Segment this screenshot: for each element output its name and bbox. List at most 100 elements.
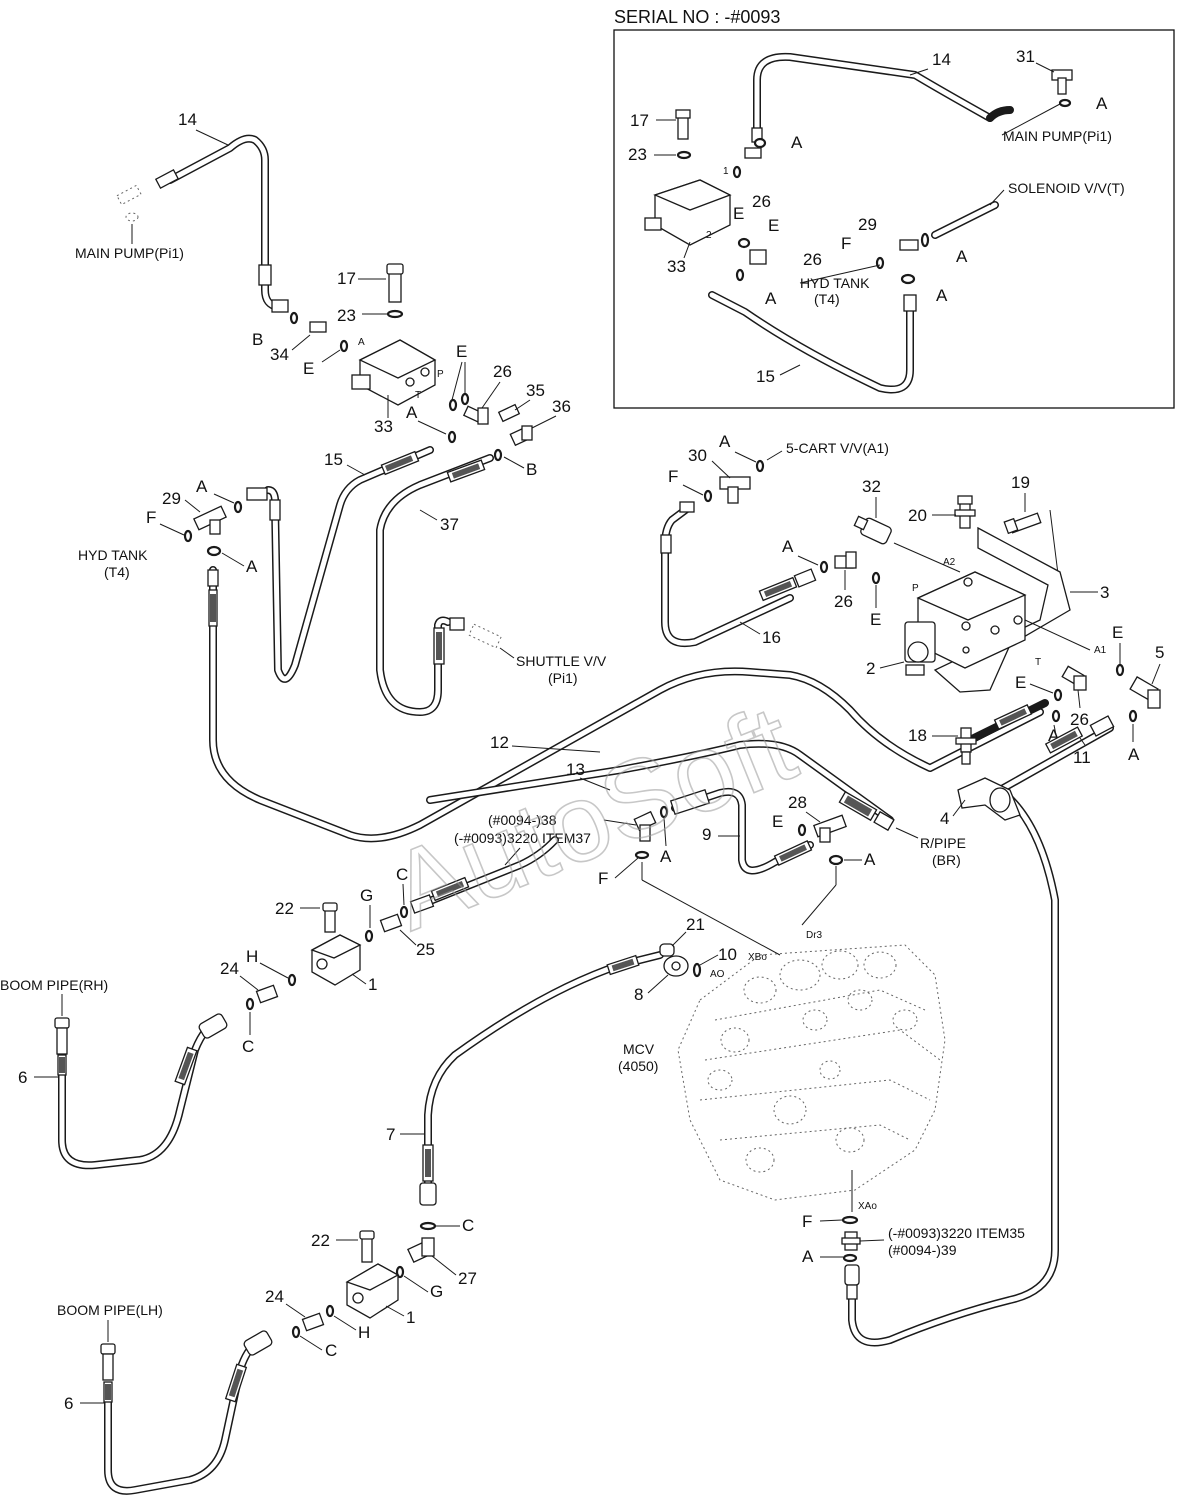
part-number-7: 7 [386,1125,395,1144]
tee-28 [813,814,847,843]
part-39-label: (#0094-)39 [888,1242,957,1258]
block-1b [345,1263,400,1319]
part-number-17: 17 [337,269,356,288]
main-pump-label: MAIN PUMP(Pi1) [75,245,184,261]
part-number-11: 11 [1073,748,1091,767]
part-number-33: 33 [667,257,686,276]
port-c: C [242,1037,254,1056]
elbow-38 [633,810,657,842]
tee-29 [193,487,268,535]
part-number-6: 6 [64,1394,73,1413]
part-number-23: 23 [628,145,647,164]
part-number-26: 26 [493,362,512,381]
port-2: 2 [706,230,712,241]
port-label-xbo: XBo [748,952,767,963]
serial-box-title: SERIAL NO : -#0093 [614,7,780,27]
part-number-24: 24 [220,959,239,978]
part-number-9: 9 [702,825,711,844]
elbow-36 [509,425,533,447]
port-a: A [765,289,777,308]
port-a: A [1096,94,1108,113]
port-h: H [246,947,258,966]
port-a: A [196,477,208,496]
part-number-5: 5 [1155,643,1164,662]
port-f: F [146,508,156,527]
part-number-29: 29 [162,489,181,508]
mcv-body [677,944,946,1201]
port-f: F [802,1212,812,1231]
port-label-p: P [912,583,919,594]
hose-14-fittings [154,169,327,333]
r-pipe-label: R/PIPE [920,835,966,851]
block-1a [310,934,362,986]
clamp-4 [957,777,1021,821]
elbow-26 [462,405,489,425]
port-a: A [246,557,258,576]
hyd-tank-label: HYD TANK [78,547,148,563]
valve-block-33-serial [644,179,732,246]
part-number-37: 37 [440,515,459,534]
bolt-17-serial [675,109,691,140]
o-rings-serial [732,98,1072,285]
port-a: A [791,133,803,152]
part-number-31: 31 [1016,47,1035,66]
bolt-20 [954,495,976,529]
port-e: E [733,204,744,223]
fitting-35 [497,403,521,423]
port-e: E [870,610,881,629]
hyd-tank-label: HYD TANK [800,275,870,291]
part-number-26: 26 [803,250,822,269]
port-f: F [841,234,851,253]
r-pipe-port: (BR) [932,852,961,868]
hyd-tank-port: (T4) [814,291,840,307]
part-number-32: 32 [862,477,881,496]
port-a: A [1128,745,1140,764]
part-number-24: 24 [265,1287,284,1306]
leaders-serial [654,62,1061,376]
part-number-15: 15 [756,367,775,386]
part-number-2: 2 [866,659,875,678]
part-number-12: 12 [490,733,509,752]
part-number-25: 25 [416,940,435,959]
part-number-26: 26 [834,592,853,611]
port-c: C [325,1341,337,1360]
port-c: C [396,865,408,884]
part-number-30: 30 [688,446,707,465]
part-number-13: 13 [566,760,585,779]
part-number-15: 15 [324,450,343,469]
part-number-22: 22 [311,1231,330,1250]
valve-block [916,571,1027,669]
port-label-p: P [437,369,444,380]
elbow-26b [834,551,857,569]
boom-pipe-rh-label: BOOM PIPE(RH) [0,977,108,993]
serial-box-frame [613,29,1175,409]
part-38-label: (#0094-)38 [488,812,557,828]
part-number-8: 8 [634,985,643,1004]
port-label-a2: A2 [943,557,956,568]
port-a: A [782,537,794,556]
part-number-1: 1 [406,1308,415,1327]
part-number-35: 35 [526,381,545,400]
port-label-xao: XAo [858,1201,877,1212]
solenoid-valve-label: SOLENOID V/V(T) [1008,180,1125,196]
port-a: A [406,403,418,422]
bracket-3 [933,526,1071,693]
port-a: A [936,286,948,305]
shuttle-valve-label: SHUTTLE V/V [516,653,607,669]
shuttle-valve-port: (Pi1) [548,670,578,686]
part-number-34: 34 [270,345,289,364]
port-label-dr3: Dr3 [806,930,823,941]
part-number-36: 36 [552,397,571,416]
port-c: C [462,1216,474,1235]
tee-30 [719,476,751,504]
port-label-a1: A1 [1094,645,1107,656]
port-a: A [719,432,731,451]
mcv-part-number: (4050) [618,1058,658,1074]
port-e: E [303,359,314,378]
part-number-1: 1 [368,975,377,994]
part-number-17: 17 [630,111,649,130]
fitting-24b [301,1312,325,1332]
adaptor-39 [841,1231,861,1251]
bolt-17 [386,263,404,303]
port-e: E [768,216,779,235]
